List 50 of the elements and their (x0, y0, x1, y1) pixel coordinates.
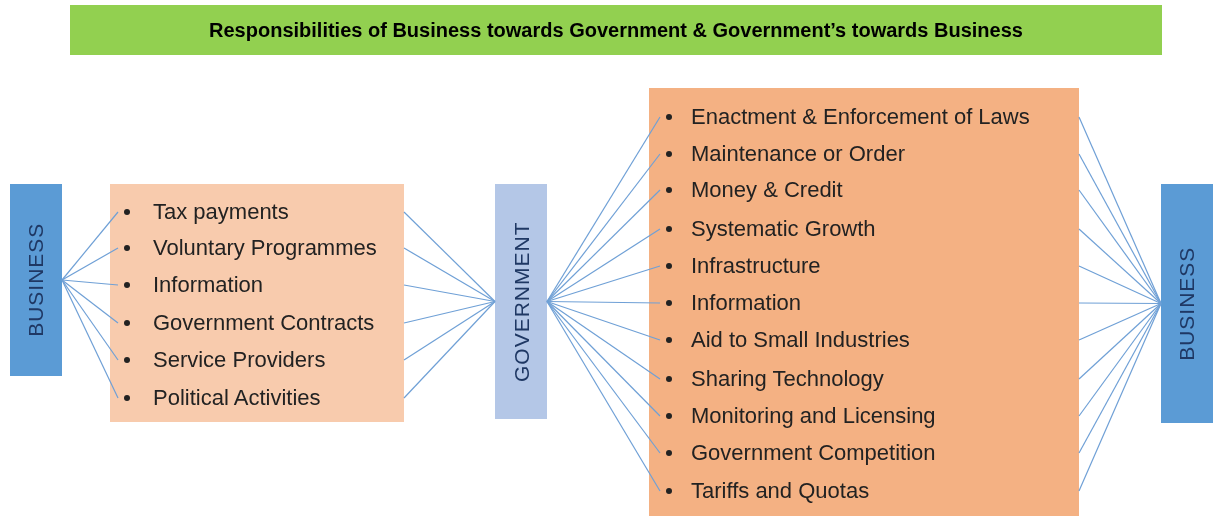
connector-line (61, 279, 119, 361)
title-banner: Responsibilities of Business towards Government & Government’s towards Business (70, 5, 1162, 55)
list-panel (649, 88, 1079, 516)
list-item-text: Monitoring and Licensing (691, 405, 936, 427)
connector-line (546, 300, 661, 380)
connector-line (546, 300, 661, 417)
list-item-text: Tax payments (153, 201, 289, 223)
connector-line (546, 228, 661, 303)
connector-line (1078, 302, 1162, 380)
list-item-text: Aid to Small Industries (691, 329, 910, 351)
connector-line (1078, 302, 1162, 305)
vertical-label-box: BUSINESS (10, 184, 62, 376)
list-panel (110, 184, 404, 422)
connector-line (61, 247, 119, 281)
connector-line (403, 211, 496, 303)
connector-line (403, 300, 496, 324)
connector-line (546, 300, 661, 492)
connector-line (61, 279, 119, 286)
connector-line (61, 279, 119, 324)
connector-line (1078, 302, 1162, 341)
list-item-text: Tariffs and Quotas (691, 480, 870, 502)
connector-line (1078, 302, 1162, 492)
list-item-text: Government Competition (691, 442, 936, 464)
connector-line (546, 116, 661, 303)
connector-line (546, 300, 661, 304)
connector-line (546, 300, 661, 341)
list-item-text: Information (691, 292, 802, 314)
connector-line (546, 300, 661, 454)
connector-line (546, 265, 661, 303)
connector-line (403, 300, 496, 361)
list-item-text: Government Contracts (153, 312, 375, 334)
vertical-label-box: GOVERNMENT (495, 184, 547, 419)
list-item-text: Money & Credit (691, 179, 843, 201)
connector-line (1078, 153, 1162, 305)
vertical-label-box: BUSINESS (1161, 184, 1213, 423)
list-item-text: Infrastructure (691, 255, 821, 277)
list-item-text: Information (153, 274, 264, 296)
connector-line (403, 284, 496, 303)
list-item-text: Systematic Growth (691, 218, 876, 240)
list-item-text: Political Activities (153, 387, 321, 409)
connector-line (403, 300, 496, 399)
list-item-text: Service Providers (153, 349, 326, 371)
connector-line (1078, 228, 1162, 305)
connector-line (1078, 265, 1162, 305)
connector-line (546, 189, 661, 303)
list-item-text: Sharing Technology (691, 368, 884, 390)
connector-line (403, 247, 496, 303)
list-item-text: Voluntary Programmes (153, 237, 377, 259)
list-item-text: Enactment & Enforcement of Laws (691, 106, 1030, 128)
list-item-text: Maintenance or Order (691, 143, 905, 165)
